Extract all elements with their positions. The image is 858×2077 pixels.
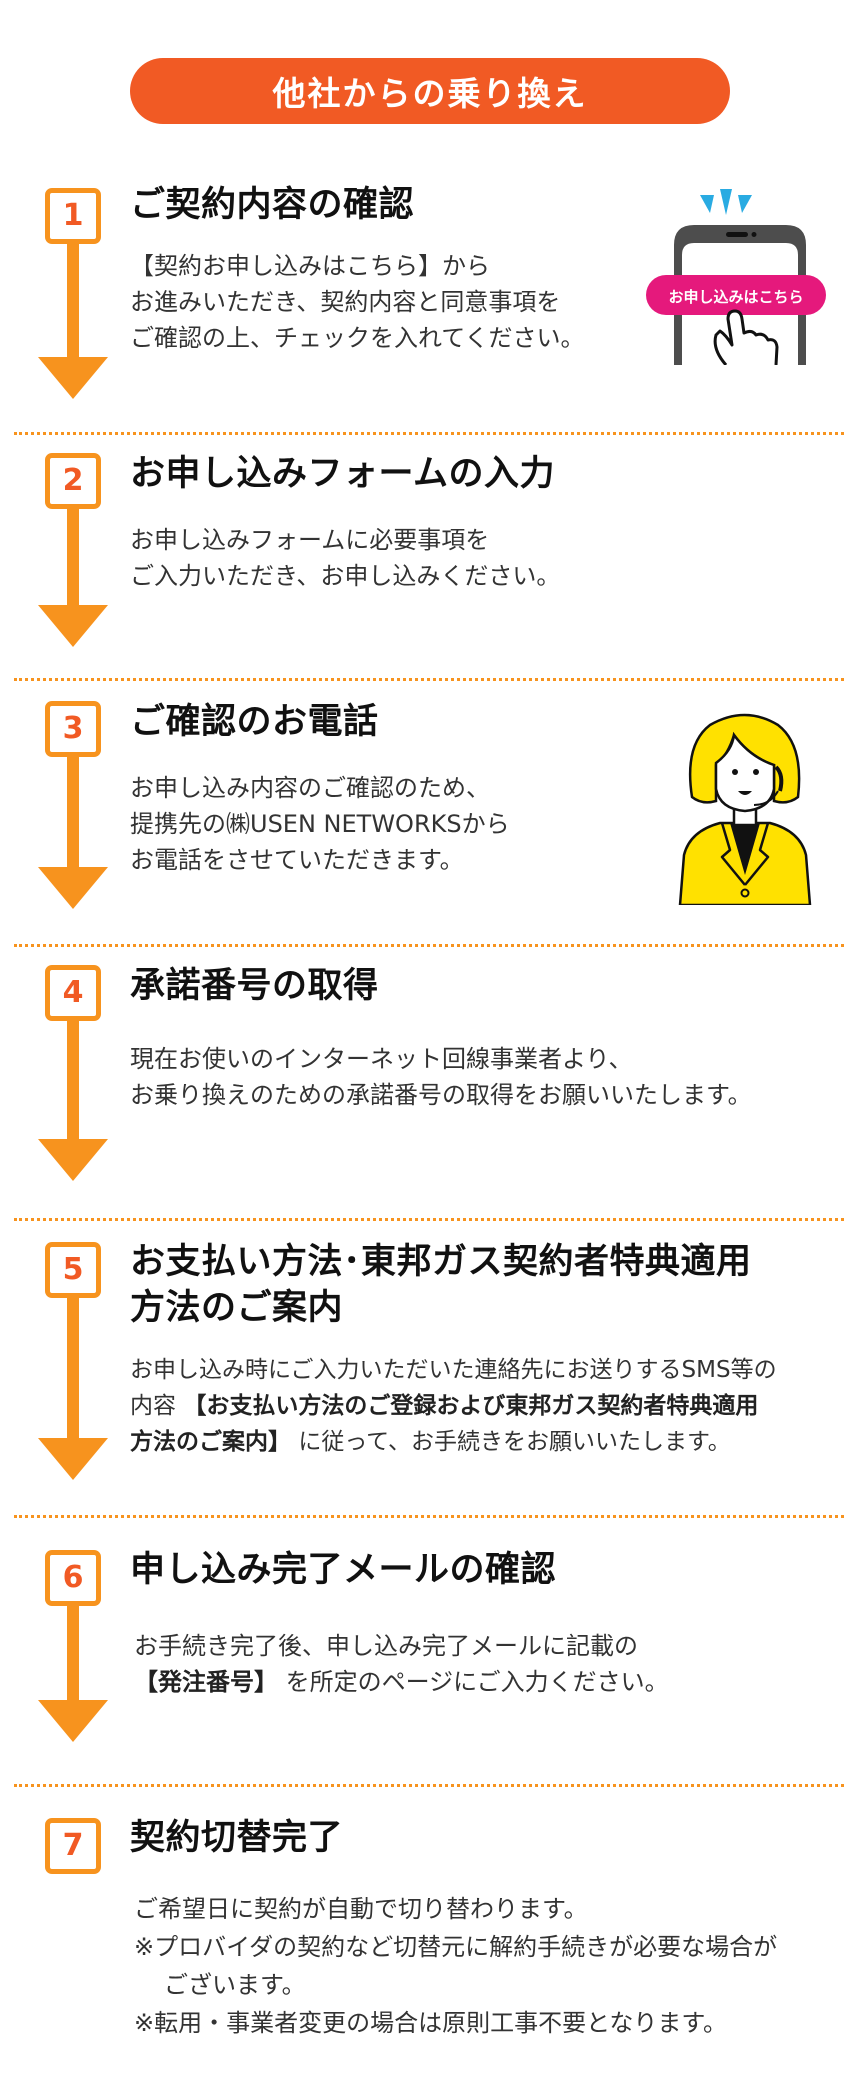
description-line: お申し込み時にご入力いただいた連絡先にお送りするSMS等の	[130, 1357, 777, 1383]
step-divider	[14, 432, 844, 435]
step-divider	[14, 1784, 844, 1787]
section-header: 他社からの乗り換え	[130, 58, 730, 124]
footnote: ※転用・事業者変更の場合は原則工事不要となります。	[134, 2009, 727, 2037]
step-description: お申し込み内容のご確認のため、 提携先の㈱USEN NETWORKSから お電話…	[130, 770, 510, 878]
step-number-badge: 2	[45, 453, 101, 509]
step-description: お手続き完了後、申し込み完了メールに記載の 【発注番号】 を所定のページにご入力…	[134, 1628, 669, 1700]
emphasis-text: 【お支払い方法のご登録および東邦ガス契約者特典適用	[183, 1393, 759, 1419]
step-description: ご希望日に契約が自動で切り替わります。 ※プロバイダの契約など切替元に解約手続き…	[134, 1890, 834, 2042]
arrow-head-icon	[38, 605, 108, 647]
description-line: ご入力いただき、お申し込みください。	[130, 562, 561, 590]
description-line: 提携先の㈱USEN NETWORKSから	[130, 810, 510, 838]
emphasis-text: 【発注番号】	[134, 1668, 278, 1696]
step-number-badge: 3	[45, 701, 101, 757]
arrow-down-icon	[67, 1021, 79, 1141]
step-description: お申し込み時にご入力いただいた連絡先にお送りするSMS等の 内容 【お支払い方法…	[130, 1352, 777, 1460]
arrow-head-icon	[38, 1438, 108, 1480]
arrow-head-icon	[38, 1139, 108, 1181]
step-number: 7	[62, 1828, 84, 1863]
step-divider	[14, 1515, 844, 1518]
footnote: ※プロバイダの契約など切替元に解約手続きが必要な場合がございます。	[134, 1933, 778, 1999]
description-line: お申し込みフォームに必要事項を	[130, 526, 490, 554]
title-line: お支払い方法･東邦ガス契約者特典適用	[130, 1242, 752, 1282]
description-line: 現在お使いのインターネット回線事業者より、	[130, 1045, 633, 1073]
step-divider	[14, 1218, 844, 1221]
description-line: ご希望日に契約が自動で切り替わります。	[134, 1895, 588, 1923]
step-number-badge: 6	[45, 1550, 101, 1606]
operator-headset-icon	[670, 705, 820, 907]
step-number: 4	[62, 975, 84, 1010]
description-line: 【発注番号】 を所定のページにご入力ください。	[134, 1664, 669, 1700]
step-title: お支払い方法･東邦ガス契約者特典適用 方法のご案内	[130, 1240, 752, 1331]
step-number-badge: 1	[45, 188, 101, 244]
step-title: 承諾番号の取得	[130, 966, 379, 1006]
text-segment: 内容	[130, 1393, 176, 1419]
step-number-badge: 5	[45, 1242, 101, 1298]
step-title: 契約切替完了	[130, 1818, 344, 1858]
arrow-head-icon	[38, 357, 108, 399]
emphasis-text: 方法のご案内】	[130, 1429, 291, 1455]
arrow-head-icon	[38, 1700, 108, 1742]
step-title: ご契約内容の確認	[130, 185, 415, 225]
title-line: 方法のご案内	[130, 1287, 344, 1328]
arrow-down-icon	[67, 757, 79, 869]
step-number: 5	[62, 1252, 84, 1287]
step-number: 2	[62, 463, 84, 498]
phone-tap-icon: お申し込みはこちら	[640, 185, 840, 366]
description-line: お電話をさせていただきます。	[130, 846, 464, 874]
description-line: お進みいただき、契約内容と同意事項を	[130, 288, 561, 316]
step-description: 現在お使いのインターネット回線事業者より、 お乗り換えのための承諾番号の取得をお…	[130, 1041, 752, 1113]
description-line: 内容 【お支払い方法のご登録および東邦ガス契約者特典適用	[130, 1388, 777, 1424]
arrow-head-icon	[38, 867, 108, 909]
description-line: 【契約お申し込みはこちら】から	[130, 252, 490, 280]
arrow-down-icon	[67, 244, 79, 359]
step-description: お申し込みフォームに必要事項を ご入力いただき、お申し込みください。	[130, 522, 560, 594]
step-divider	[14, 944, 844, 947]
step-number-badge: 4	[45, 965, 101, 1021]
step-description: 【契約お申し込みはこちら】から お進みいただき、契約内容と同意事項を ご確認の上…	[130, 248, 585, 356]
section-title: 他社からの乗り換え	[272, 74, 588, 113]
step-title: お申し込みフォームの入力	[130, 454, 555, 494]
step-number: 6	[62, 1560, 84, 1595]
arrow-down-icon	[67, 509, 79, 607]
arrow-down-icon	[67, 1298, 79, 1440]
step-number-badge: 7	[45, 1818, 101, 1874]
text-segment: に従って、お手続きをお願いいたします。	[298, 1429, 731, 1455]
step-number: 3	[62, 711, 84, 746]
description-line: お乗り換えのための承諾番号の取得をお願いいたします。	[130, 1081, 752, 1109]
step-divider	[14, 678, 844, 681]
apply-cta-label: お申し込みはこちら	[668, 288, 803, 306]
arrow-down-icon	[67, 1606, 79, 1702]
step-number: 1	[62, 198, 84, 233]
step-title: 申し込み完了メールの確認	[130, 1550, 557, 1590]
description-line: 方法のご案内】 に従って、お手続きをお願いいたします。	[130, 1424, 777, 1460]
step-title: ご確認のお電話	[130, 702, 379, 742]
description-line: ご確認の上、チェックを入れてください。	[130, 324, 585, 352]
description-line: お手続き完了後、申し込み完了メールに記載の	[134, 1632, 638, 1660]
text-segment: を所定のページにご入力ください。	[285, 1668, 669, 1696]
description-line: お申し込み内容のご確認のため、	[130, 774, 490, 802]
